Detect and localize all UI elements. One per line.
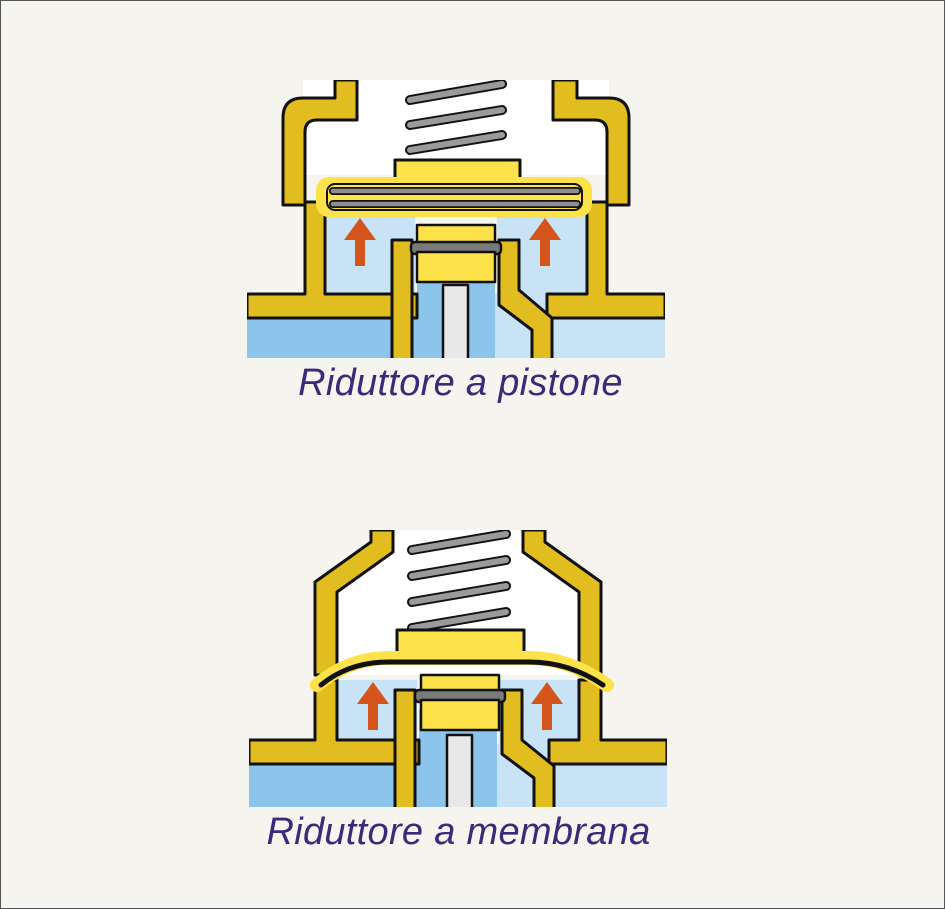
membrane-glow	[310, 651, 614, 692]
membrane-foot	[419, 698, 501, 732]
caption-piston-reducer: Riduttore a pistone	[298, 362, 623, 404]
body-right-upper	[551, 80, 631, 207]
body-left-upper	[281, 80, 359, 207]
up-arrow-icon	[357, 682, 563, 730]
seat-left	[390, 238, 414, 358]
seat-right	[497, 238, 554, 358]
body-left-lower	[249, 678, 421, 766]
membrane	[318, 659, 606, 688]
seat-left	[393, 688, 417, 807]
membrane-reducer-diagram	[249, 530, 667, 807]
valve-stem	[441, 283, 470, 358]
piston-reducer-diagram	[247, 80, 665, 358]
up-arrow-icon	[344, 218, 561, 266]
body-right-lower	[547, 678, 667, 766]
piston-foot	[415, 250, 497, 284]
body-left-upper	[313, 530, 395, 677]
caption-membrane-reducer: Riduttore a membrana	[266, 811, 651, 853]
body-right-upper	[521, 530, 603, 677]
body-right-wall	[545, 200, 665, 320]
seat-right	[500, 688, 556, 807]
valve-stem	[445, 733, 474, 807]
